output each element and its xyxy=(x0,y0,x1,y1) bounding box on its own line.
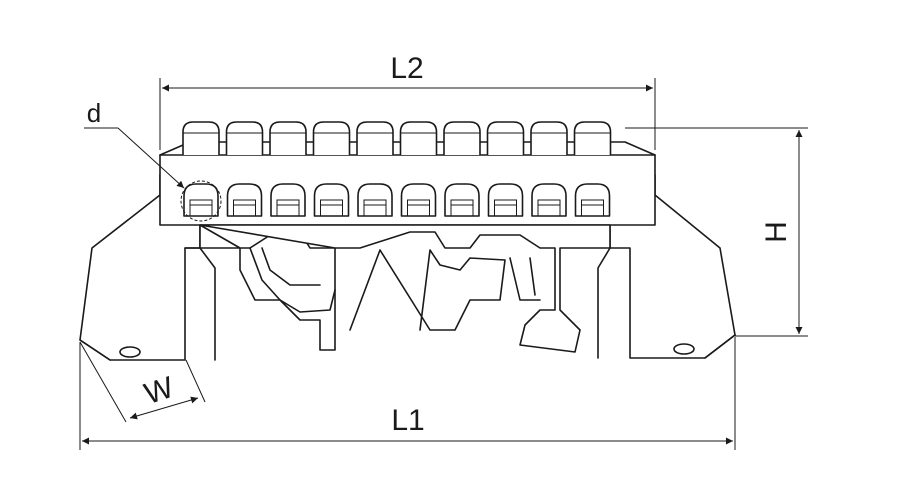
h-label: H xyxy=(760,221,793,243)
screw-head xyxy=(225,121,264,155)
dimension-d: d xyxy=(84,98,185,189)
terminal-clamp xyxy=(276,199,300,216)
busbar-body xyxy=(79,141,736,361)
dimension-h: H xyxy=(625,127,808,337)
terminal-clamp xyxy=(407,199,430,216)
left-foot-top-edge xyxy=(184,247,216,361)
insulator-inner-mid xyxy=(349,249,506,331)
screw-diameter-circle xyxy=(180,180,222,222)
screw-head xyxy=(356,121,394,155)
right-mounting-hole xyxy=(673,343,695,355)
screw-head xyxy=(530,121,568,155)
terminal-clamp xyxy=(189,199,213,216)
terminal-clamp xyxy=(537,199,561,216)
screw-head xyxy=(573,121,612,155)
dimension-l1: L1 xyxy=(79,337,736,450)
l2-label: L2 xyxy=(390,52,423,85)
insulator-support xyxy=(199,224,336,351)
screw-head xyxy=(399,121,438,155)
terminal-clamp xyxy=(581,199,604,216)
screw-head xyxy=(486,121,525,155)
right-foot-inner-edge xyxy=(597,247,611,359)
d-label: d xyxy=(87,98,101,128)
terminal-clamp xyxy=(494,199,517,216)
left-mounting-hole xyxy=(119,346,141,358)
insulator-zigzag xyxy=(199,224,611,353)
terminal-clamp xyxy=(363,199,387,216)
insulator-inner-left xyxy=(249,247,336,313)
terminal-clamp xyxy=(320,199,343,216)
insulator-inner-right xyxy=(509,257,541,301)
screw-head xyxy=(443,121,481,155)
screw-head xyxy=(182,121,220,155)
terminal-clamp xyxy=(233,199,256,216)
dimension-l2: L2 xyxy=(159,52,656,150)
screw-row xyxy=(182,121,612,217)
right-foot-edge xyxy=(704,334,736,359)
terminal-clamp xyxy=(450,199,474,216)
left-foot-edge xyxy=(79,339,111,361)
screw-head xyxy=(269,121,307,155)
l1-label: L1 xyxy=(391,404,424,437)
screw-head xyxy=(312,121,351,155)
